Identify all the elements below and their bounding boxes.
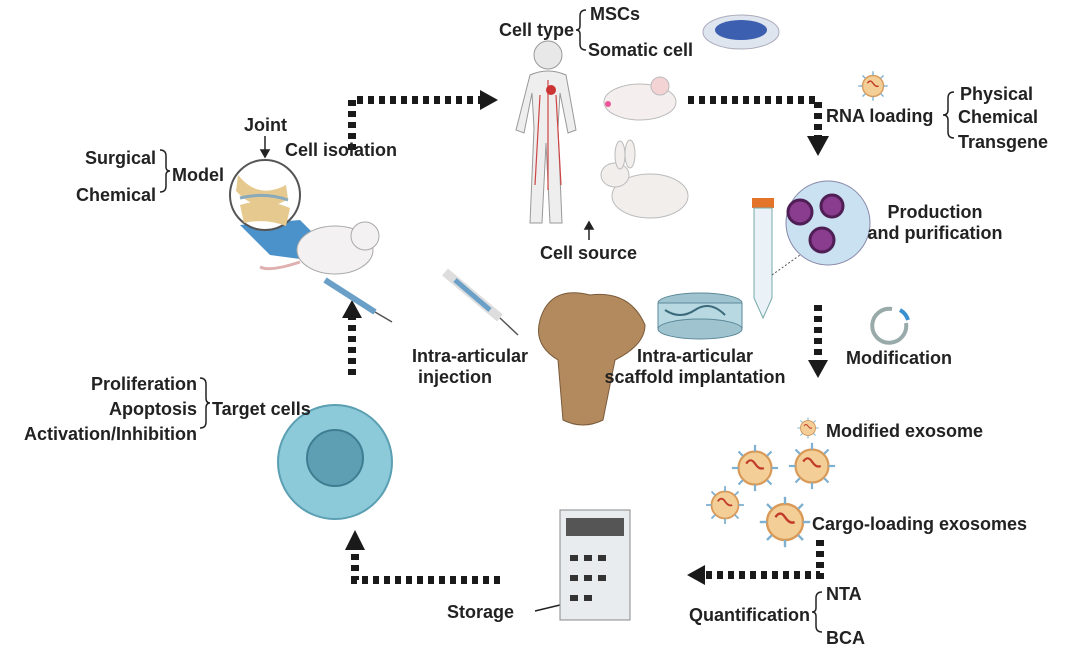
storage-label: Storage (447, 602, 515, 622)
activation-inhibition-label: Activation/Inhibition (24, 424, 197, 444)
exosome-icon (797, 417, 819, 439)
bone-icon (538, 292, 646, 426)
intra-scaffold-label-2: scaffold implantation (604, 367, 786, 387)
exosome-icon (730, 443, 780, 493)
arrowhead-storage (345, 530, 365, 550)
arrow-isolation (348, 96, 480, 150)
rat-icon (259, 221, 380, 275)
target-cell-icon (277, 404, 393, 520)
nta-label: NTA (826, 584, 862, 604)
cell-type-label: Cell type (498, 20, 574, 40)
arrowhead-quant (687, 565, 705, 585)
physical-label: Physical (960, 84, 1034, 104)
chemical-loading-label: Chemical (958, 107, 1039, 127)
petri-dish-icon (702, 14, 780, 50)
arrowhead-isolation (480, 90, 498, 110)
syringe-icon (442, 268, 519, 336)
cargo-loading-label: Cargo-loading exosomes (812, 514, 1028, 534)
joint-arrow (259, 136, 271, 159)
exosome-icon (705, 485, 745, 525)
brace-quant (811, 591, 823, 633)
bca-label: BCA (826, 628, 865, 648)
transgene-label: Transgene (958, 132, 1049, 152)
brace-target (199, 377, 211, 429)
arrowhead-rna (807, 136, 829, 156)
syringe-icon (323, 277, 393, 323)
exosome-icon (758, 495, 812, 549)
cell-source-arrow (583, 220, 595, 240)
tube-icon (752, 198, 774, 320)
rabbit-icon (600, 139, 689, 219)
modified-exosome-label: Modified exosome (826, 421, 984, 441)
mouse-head-icon (603, 76, 677, 121)
arrowhead-model (342, 300, 362, 318)
chemical-model-label: Chemical (75, 185, 156, 205)
somatic-cell-label: Somatic cell (588, 40, 694, 60)
cell-source-label: Cell source (540, 243, 638, 263)
arrowhead-modification (808, 360, 828, 378)
mscs-label: MSCs (590, 4, 641, 24)
target-cells-label: Target cells (212, 399, 311, 419)
magnifier-icon (771, 180, 871, 276)
freezer-icon (559, 509, 631, 621)
production-label-1: Production (887, 202, 983, 222)
brace-cell-type (575, 9, 587, 51)
cycle-arrow-icon (870, 306, 910, 345)
brace-rna (942, 91, 955, 139)
intra-injection-label-2: injection (417, 367, 492, 387)
scaffold-icon (657, 292, 743, 340)
arrow-quant (705, 540, 824, 579)
intra-scaffold-label-1: Intra-articular (636, 346, 754, 366)
rna-loading-label: RNA loading (826, 106, 934, 126)
storage-connector (534, 604, 561, 612)
exosome-icon (857, 70, 889, 102)
apoptosis-label: Apoptosis (109, 399, 197, 419)
joint-label: Joint (244, 115, 287, 135)
model-label: Model (172, 165, 224, 185)
exosome-icon (787, 441, 837, 491)
surgical-label: Surgical (84, 148, 156, 168)
modification-label: Modification (846, 348, 952, 368)
quantification-label: Quantification (689, 605, 810, 625)
arrow-storage (351, 550, 500, 584)
cell-isolation-label: Cell isolation (285, 140, 398, 160)
human-body-icon (515, 40, 577, 224)
production-label-2: and purification (867, 223, 1003, 243)
proliferation-label: Proliferation (90, 374, 197, 394)
intra-injection-label-1: Intra-articular (411, 346, 529, 366)
brace-model (159, 149, 171, 193)
arrow-rna (688, 96, 822, 136)
